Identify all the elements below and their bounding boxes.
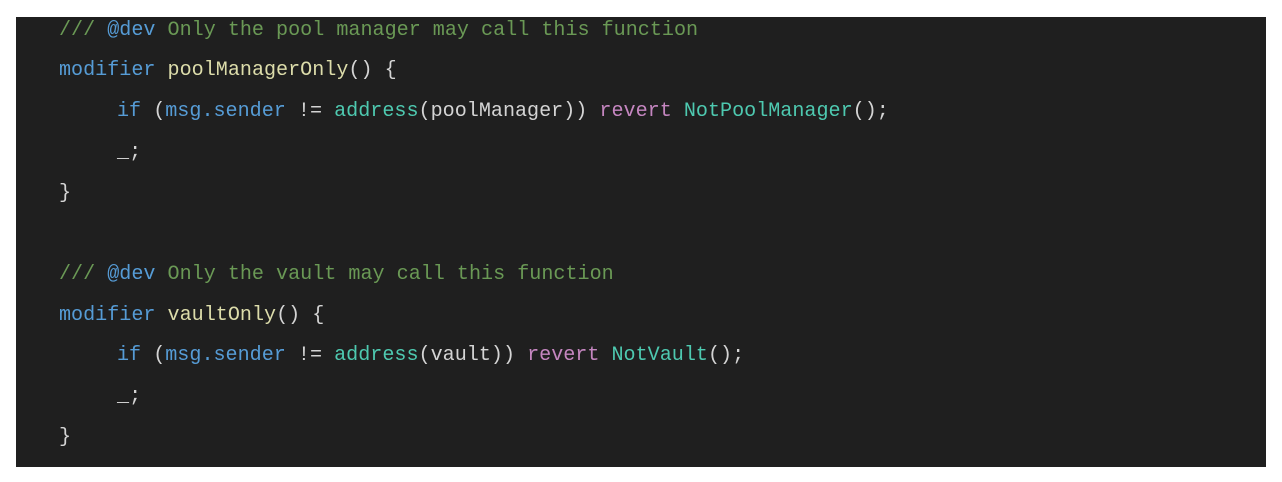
modifier-parens: () <box>348 59 373 82</box>
address-argument: vault <box>430 344 491 367</box>
if-revert-line: if (msg.sender != address(vault)) revert… <box>59 342 744 370</box>
neq-operator: != <box>297 100 323 123</box>
comment-text: Only the pool manager may call this func… <box>155 19 699 42</box>
modifier-declaration-line: modifier poolManagerOnly() { <box>59 57 397 85</box>
address-function: address <box>334 100 419 123</box>
placeholder-underscore: _ <box>117 141 130 164</box>
open-paren: ( <box>153 344 166 367</box>
error-call: (); <box>852 100 889 123</box>
address-argument: poolManager <box>430 100 564 123</box>
modifier-keyword: modifier <box>59 59 156 82</box>
doc-tag: @dev <box>107 263 156 286</box>
placeholder-semicolon: ; <box>129 141 142 164</box>
close-brace-line: } <box>59 180 71 208</box>
close-brace-line: } <box>59 424 71 452</box>
close-brace: } <box>59 426 72 449</box>
open-brace: { <box>312 304 325 327</box>
if-revert-line: if (msg.sender != address(poolManager)) … <box>59 98 889 126</box>
address-function: address <box>334 344 419 367</box>
revert-keyword: revert <box>527 344 600 367</box>
revert-keyword: revert <box>599 100 672 123</box>
member-dot: . <box>201 100 214 123</box>
placeholder-underscore: _ <box>117 385 130 408</box>
error-name: NotPoolManager <box>683 100 853 123</box>
comment-prefix: /// <box>59 263 108 286</box>
neq-operator: != <box>297 344 323 367</box>
sender-identifier: sender <box>213 344 286 367</box>
code-block: /// @dev Only the pool manager may call … <box>16 17 1266 467</box>
open-brace: { <box>384 59 397 82</box>
open-paren: ( <box>153 100 166 123</box>
member-dot: . <box>201 344 214 367</box>
sender-identifier: sender <box>213 100 286 123</box>
arg-open-paren: ( <box>418 100 431 123</box>
error-name: NotVault <box>611 344 708 367</box>
modifier-keyword: modifier <box>59 304 156 327</box>
modifier-declaration-line: modifier vaultOnly() { <box>59 302 324 330</box>
if-keyword: if <box>117 100 142 123</box>
modifier-name: vaultOnly <box>167 304 277 327</box>
close-brace: } <box>59 182 72 205</box>
comment-prefix: /// <box>59 19 108 42</box>
error-call: (); <box>707 344 745 367</box>
msg-identifier: msg <box>165 344 202 367</box>
arg-close-parens: )) <box>490 344 516 367</box>
msg-identifier: msg <box>165 100 202 123</box>
arg-close-parens: )) <box>563 100 588 123</box>
comment-text: Only the vault may call this function <box>155 263 614 286</box>
doc-tag: @dev <box>107 19 156 42</box>
modifier-parens: () <box>276 304 301 327</box>
placeholder-line: _; <box>59 383 141 411</box>
modifier-name: poolManagerOnly <box>167 59 349 82</box>
doc-comment-line: /// @dev Only the vault may call this fu… <box>59 261 614 289</box>
arg-open-paren: ( <box>418 344 431 367</box>
doc-comment-line: /// @dev Only the pool manager may call … <box>59 17 698 45</box>
placeholder-semicolon: ; <box>129 385 142 408</box>
if-keyword: if <box>117 344 142 367</box>
placeholder-line: _; <box>59 139 141 167</box>
